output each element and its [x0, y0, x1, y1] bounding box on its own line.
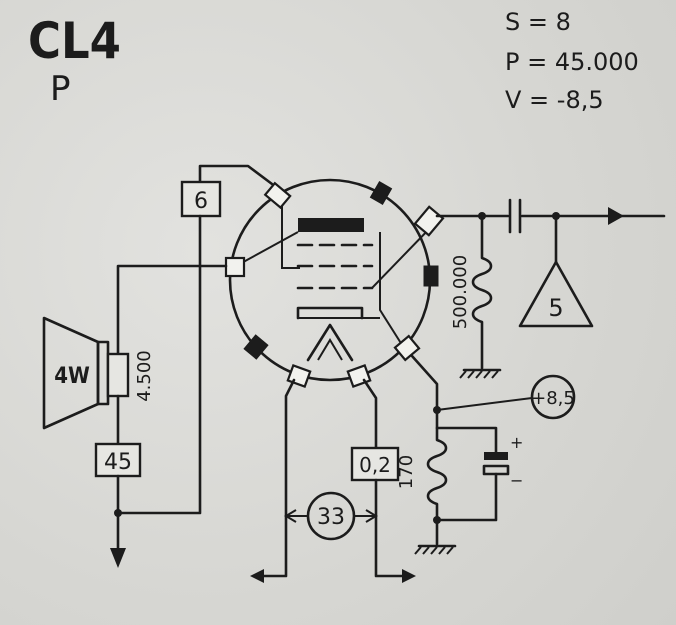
heater-voltage-label: 33	[317, 505, 345, 530]
wire-heater-right-bottom	[374, 478, 410, 578]
box-heater	[350, 446, 400, 482]
wire-cathode-out	[410, 354, 439, 412]
heater-voltage-circle	[306, 491, 356, 541]
junction-supply	[114, 509, 122, 517]
label-six: 6	[194, 189, 208, 214]
wire-screen-left	[116, 264, 228, 356]
wire-screen	[235, 231, 299, 267]
tube-name: CL4	[28, 12, 121, 70]
wire-box-six-down	[116, 214, 202, 515]
triangle-source	[518, 260, 594, 328]
anode-plate	[298, 218, 364, 232]
dim-arrow-left	[284, 509, 297, 523]
cap-plate-plus	[484, 452, 508, 460]
grid-resistor	[471, 214, 493, 370]
cathode-resistor-label: 170	[396, 455, 417, 489]
cathode-resistor	[426, 426, 448, 546]
junction-cathode-bottom	[433, 516, 441, 524]
pin-nc-top	[369, 181, 393, 205]
cap-minus-label: −	[510, 471, 523, 490]
wire-cap-top	[435, 408, 498, 454]
wire-heater-left	[254, 378, 296, 578]
wire-cap-bottom	[435, 472, 498, 522]
param-s: S = 8	[505, 8, 571, 36]
wire-anode-top	[198, 164, 274, 186]
ground-grid-hatch	[459, 370, 499, 379]
plus-voltage-circle	[530, 374, 576, 420]
heater-box-label: 0,2	[359, 453, 391, 477]
ground-cathode-hatch	[414, 546, 454, 555]
param-p: P = 45.000	[505, 48, 639, 76]
grid-resistor-label: 500.000	[450, 255, 471, 329]
arrow-supply	[110, 548, 126, 568]
arrow-input	[608, 207, 624, 225]
pin-screen	[224, 256, 246, 278]
label-forty-five: 45	[104, 450, 132, 475]
tube-electrodes	[296, 218, 374, 362]
transformer-ratio-label: 4.500	[134, 350, 155, 402]
output-transformer	[106, 352, 130, 398]
arrow-heater-left	[250, 569, 264, 583]
plus-voltage-label: +8,5	[531, 388, 575, 409]
pin-nc-right	[423, 265, 439, 287]
pin-anode	[263, 181, 292, 210]
heater-filament	[306, 323, 354, 362]
cathode	[296, 306, 364, 320]
pin-nc-left	[243, 334, 269, 360]
wire-grid1	[281, 200, 300, 269]
triangle-label: 5	[548, 294, 563, 322]
heater-filament-inner	[317, 338, 343, 361]
wire-plus-voltage	[436, 397, 533, 411]
speaker-label: 4W	[54, 364, 90, 389]
arrow-heater-right	[402, 569, 416, 583]
wire-grid-top	[371, 224, 434, 289]
pin-grid	[413, 205, 445, 237]
tube-subtitle: P	[50, 69, 71, 109]
wire-heater-right-top	[362, 378, 378, 450]
pin-cathode	[393, 334, 421, 362]
cap-plus-label: +	[510, 433, 523, 452]
wire-cathode	[379, 232, 405, 349]
dim-arrow-right	[365, 509, 378, 523]
param-v: V = -8,5	[505, 86, 604, 114]
speaker-magnet	[96, 340, 110, 406]
